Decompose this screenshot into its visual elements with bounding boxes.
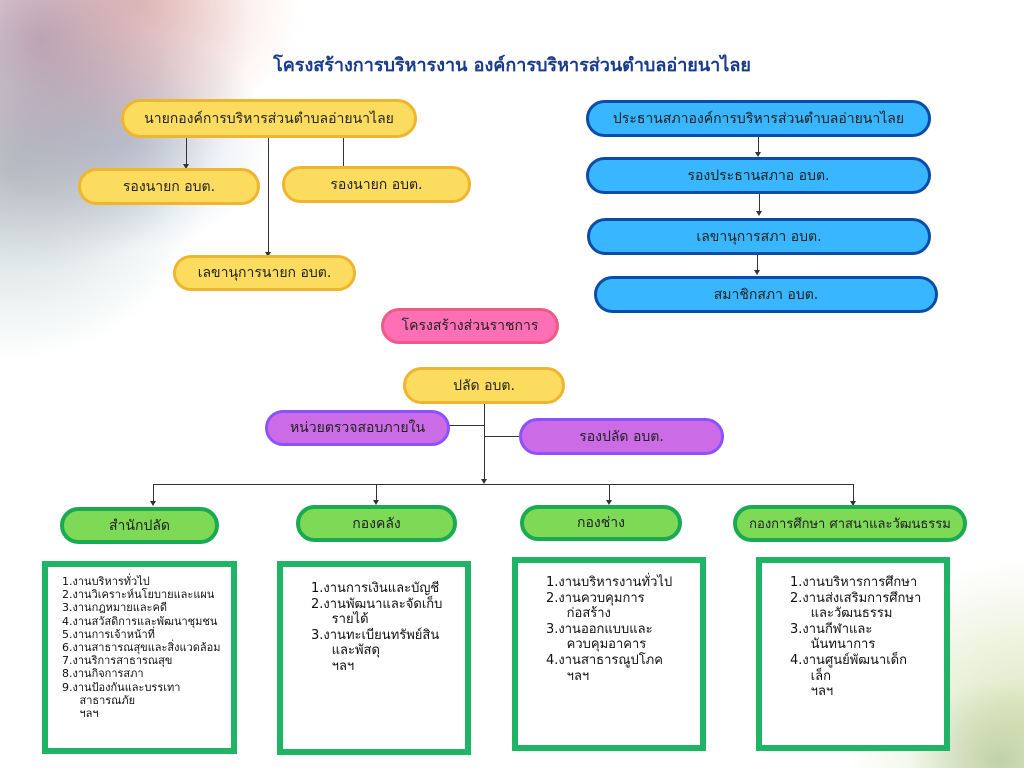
task-item: 2.งานพัฒนาและจัดเก็บ bbox=[311, 596, 443, 612]
task-item: 9.งานป้องกันและบรรเทา bbox=[62, 680, 181, 694]
connector-line bbox=[376, 484, 377, 502]
page-title: โครงสร้างการบริหารงาน องค์การบริหารส่วนต… bbox=[273, 55, 751, 76]
task-item: 2.งานควบคุมการ bbox=[546, 590, 645, 606]
division-box-engineering: กองช่าง bbox=[520, 505, 682, 541]
connector-line bbox=[759, 194, 760, 214]
mayor-box: นายกองค์การบริหารส่วนตำบลอ่ายนาไลย bbox=[121, 99, 417, 138]
division-box-finance: กองคลัง bbox=[296, 505, 457, 542]
connector-line bbox=[484, 403, 485, 481]
task-item: นันทนาการ bbox=[790, 637, 876, 653]
connector-line bbox=[448, 425, 484, 426]
task-item: 4.งานสาธารณูปโภค bbox=[546, 652, 663, 668]
task-list: 1.งานการเงินและบัญชี2.งานพัฒนาและจัดเก็บ… bbox=[311, 581, 465, 675]
connector-line bbox=[484, 436, 521, 437]
connector-line bbox=[853, 484, 854, 502]
task-item: และวัฒนธรรม bbox=[790, 606, 893, 622]
arrow-icon bbox=[754, 270, 760, 275]
task-item: สาธารณภัย bbox=[62, 693, 136, 707]
task-item: 1.งานบริหารงานทั่วไป bbox=[546, 575, 673, 590]
connector-line bbox=[343, 137, 344, 169]
council-secretary-box: เลขานุการสภา อบต. bbox=[587, 218, 931, 255]
connector-line bbox=[609, 484, 610, 502]
task-item: 1.งานบริหารการศึกษา bbox=[790, 575, 918, 590]
task-item: ก่อสร้าง bbox=[546, 606, 611, 622]
mayor-secretary-box: เลขานุการนายก อบต. bbox=[173, 255, 356, 291]
deputy-mayor-right-box: รองนายก อบต. bbox=[282, 166, 471, 203]
deputy-mayor-left-box: รองนายก อบต. bbox=[78, 168, 260, 205]
task-item: 3.งานออกแบบและ bbox=[546, 621, 653, 637]
task-item: 4.งานสวัสดิการและพัฒนาชุมชน bbox=[62, 614, 218, 628]
task-item: 6.งานสาธารณสุขและสิ่งแวดล้อม bbox=[62, 640, 221, 654]
connector-line bbox=[153, 484, 854, 485]
task-item: 3.งานกีฬาและ bbox=[790, 621, 873, 637]
arrow-icon bbox=[606, 500, 612, 505]
arrow-icon bbox=[481, 479, 487, 484]
arrow-icon bbox=[850, 501, 856, 506]
task-item: และพัสดุ bbox=[311, 643, 380, 659]
chief-administrator-box: ปลัด อบต. bbox=[403, 367, 565, 404]
task-item: 5.งานการเจ้าหน้าที่ bbox=[62, 627, 155, 641]
task-item: 2.งานส่งเสริมการศึกษา bbox=[790, 590, 922, 606]
connector-line bbox=[186, 137, 187, 167]
council-chair-box: ประธานสภาองค์การบริหารส่วนตำบลอ่ายนาไลย bbox=[586, 100, 931, 137]
task-item: รายได้ bbox=[311, 612, 369, 628]
arrow-icon bbox=[756, 211, 762, 216]
connector-line bbox=[758, 135, 759, 155]
arrow-icon bbox=[755, 152, 761, 157]
connector-line bbox=[268, 137, 269, 255]
task-item: ควบคุมอาคาร bbox=[546, 637, 647, 653]
arrow-icon bbox=[183, 164, 189, 169]
task-item: 3.งานทะเบียนทรัพย์สิน bbox=[311, 627, 440, 643]
task-item: 8.งานกิจการสภา bbox=[62, 667, 144, 681]
task-item: เล็ก bbox=[790, 668, 831, 684]
task-list-finance: 1.งานการเงินและบัญชี2.งานพัฒนาและจัดเก็บ… bbox=[277, 561, 471, 755]
arrow-icon bbox=[373, 500, 379, 505]
division-box-education: กองการศึกษา ศาสนาและวัฒนธรรม bbox=[733, 505, 967, 542]
connector-line bbox=[757, 255, 758, 273]
task-item: 1.งานการเงินและบัญชี bbox=[311, 581, 440, 596]
internal-audit-box: หน่วยตรวจสอบภายใน bbox=[265, 410, 450, 446]
task-item: ฯลฯ bbox=[311, 658, 355, 674]
council-members-box: สมาชิกสภา อบต. bbox=[594, 276, 938, 313]
division-box-office-of-chief: สำนักปลัด bbox=[60, 507, 219, 544]
task-item: 2.งานวิเคราะห์นโยบายและแผน bbox=[62, 588, 215, 602]
task-item: ฯลฯ bbox=[546, 668, 590, 684]
admin-structure-heading: โครงสร้างส่วนราชการ bbox=[381, 308, 559, 344]
task-item: 7.งานริการสาธารณสุข bbox=[62, 654, 173, 668]
task-item: 3.งานกฎหมายและคดี bbox=[62, 601, 167, 615]
arrow-icon bbox=[150, 501, 156, 506]
council-vice-chair-box: รองประธานสภาอ อบต. bbox=[586, 157, 931, 194]
task-item: 1.งานบริหารทั่วไป bbox=[62, 575, 150, 588]
task-item: 4.งานศูนย์พัฒนาเด็ก bbox=[790, 652, 907, 668]
task-item: ฯลฯ bbox=[790, 684, 834, 700]
connector-line bbox=[153, 484, 154, 502]
task-item: ฯลฯ bbox=[62, 706, 99, 720]
deputy-chief-box: รองปลัด อบต. bbox=[519, 418, 724, 455]
